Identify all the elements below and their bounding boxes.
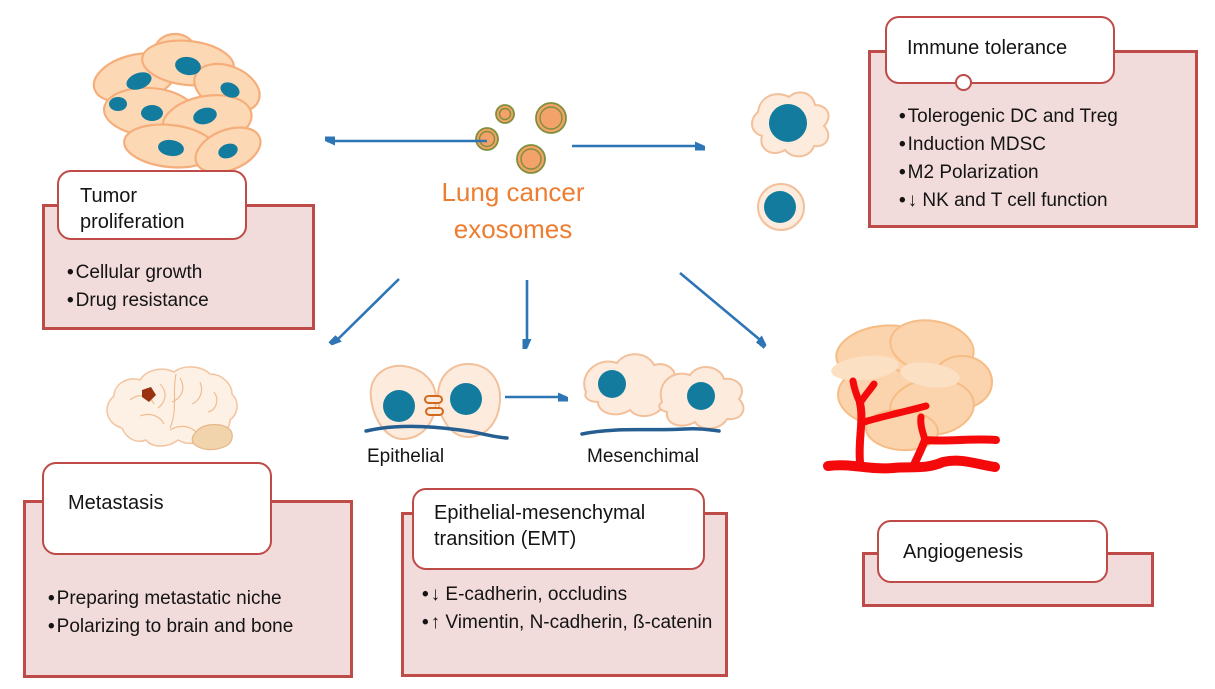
immune-tolerance-title-box: Immune tolerance [885, 16, 1115, 91]
diagram-title-line2: exosomes [453, 213, 573, 244]
angiogenesis-illustration [823, 319, 1000, 474]
metastasis-title-box: Metastasis [42, 462, 272, 555]
brain-illustration [106, 366, 238, 451]
callout-notch [955, 74, 972, 91]
mesenchymal-label: Mesenchimal [587, 446, 699, 467]
tumor-proliferation-title-box: Tumor proliferation [57, 170, 247, 240]
tumor-proliferation-bullets: Cellular growth Drug resistance [67, 259, 304, 315]
brain-metastasis-spot [142, 387, 156, 402]
metastasis-title: Metastasis [68, 492, 164, 514]
diagram-title-line1: Lung cancer [441, 177, 585, 207]
bullet-item: Tolerogenic DC and Treg [899, 103, 1185, 131]
emt-bullets: ↓ E-cadherin, occludins ↑ Vimentin, N-ca… [422, 581, 713, 637]
epithelial-label: Epithelial [367, 446, 445, 467]
bullet-item: ↓ E-cadherin, occludins [422, 581, 713, 609]
tumor-proliferation-title: Tumor proliferation [80, 185, 185, 234]
mesenchymal-basement-membrane [580, 427, 721, 436]
bullet-item: Cellular growth [67, 259, 304, 287]
immune-cells-illustration [751, 91, 830, 231]
arrow-to-metastasis [333, 278, 400, 344]
bullet-item: Preparing metastatic niche [48, 585, 320, 613]
angiogenesis-title-box: Angiogenesis [877, 520, 1108, 583]
tumor-cells-illustration [92, 32, 262, 174]
bullet-item: Drug resistance [67, 287, 304, 315]
immune-tolerance-bullets: Tolerogenic DC and Treg Induction MDSC M… [899, 103, 1185, 215]
exosomes-illustration [475, 102, 567, 174]
bullet-item: M2 Polarization [899, 159, 1185, 187]
blood-vessels [823, 377, 1000, 474]
immune-tolerance-title: Immune tolerance [907, 37, 1068, 59]
arrow-to-angiogenesis [679, 272, 765, 344]
bullet-item: ↓ NK and T cell function [899, 187, 1185, 215]
epithelial-basement-membrane [364, 424, 509, 440]
bullet-item: Induction MDSC [899, 131, 1185, 159]
emt-title-box: Epithelial-mesenchymal transition (EMT) [412, 488, 705, 570]
angiogenesis-title: Angiogenesis [903, 541, 1024, 563]
emt-title: Epithelial-mesenchymal transition (EMT) [434, 502, 646, 551]
bullet-item: ↑ Vimentin, N-cadherin, ß-catenin [422, 609, 713, 637]
epithelial-cells-illustration [364, 362, 509, 441]
mesenchymal-cells-illustration [580, 353, 745, 436]
bullet-item: Polarizing to brain and bone [48, 613, 320, 641]
diagram-title: Lung cancer exosomes [393, 174, 633, 248]
metastasis-bullets: Preparing metastatic niche Polarizing to… [48, 585, 320, 641]
